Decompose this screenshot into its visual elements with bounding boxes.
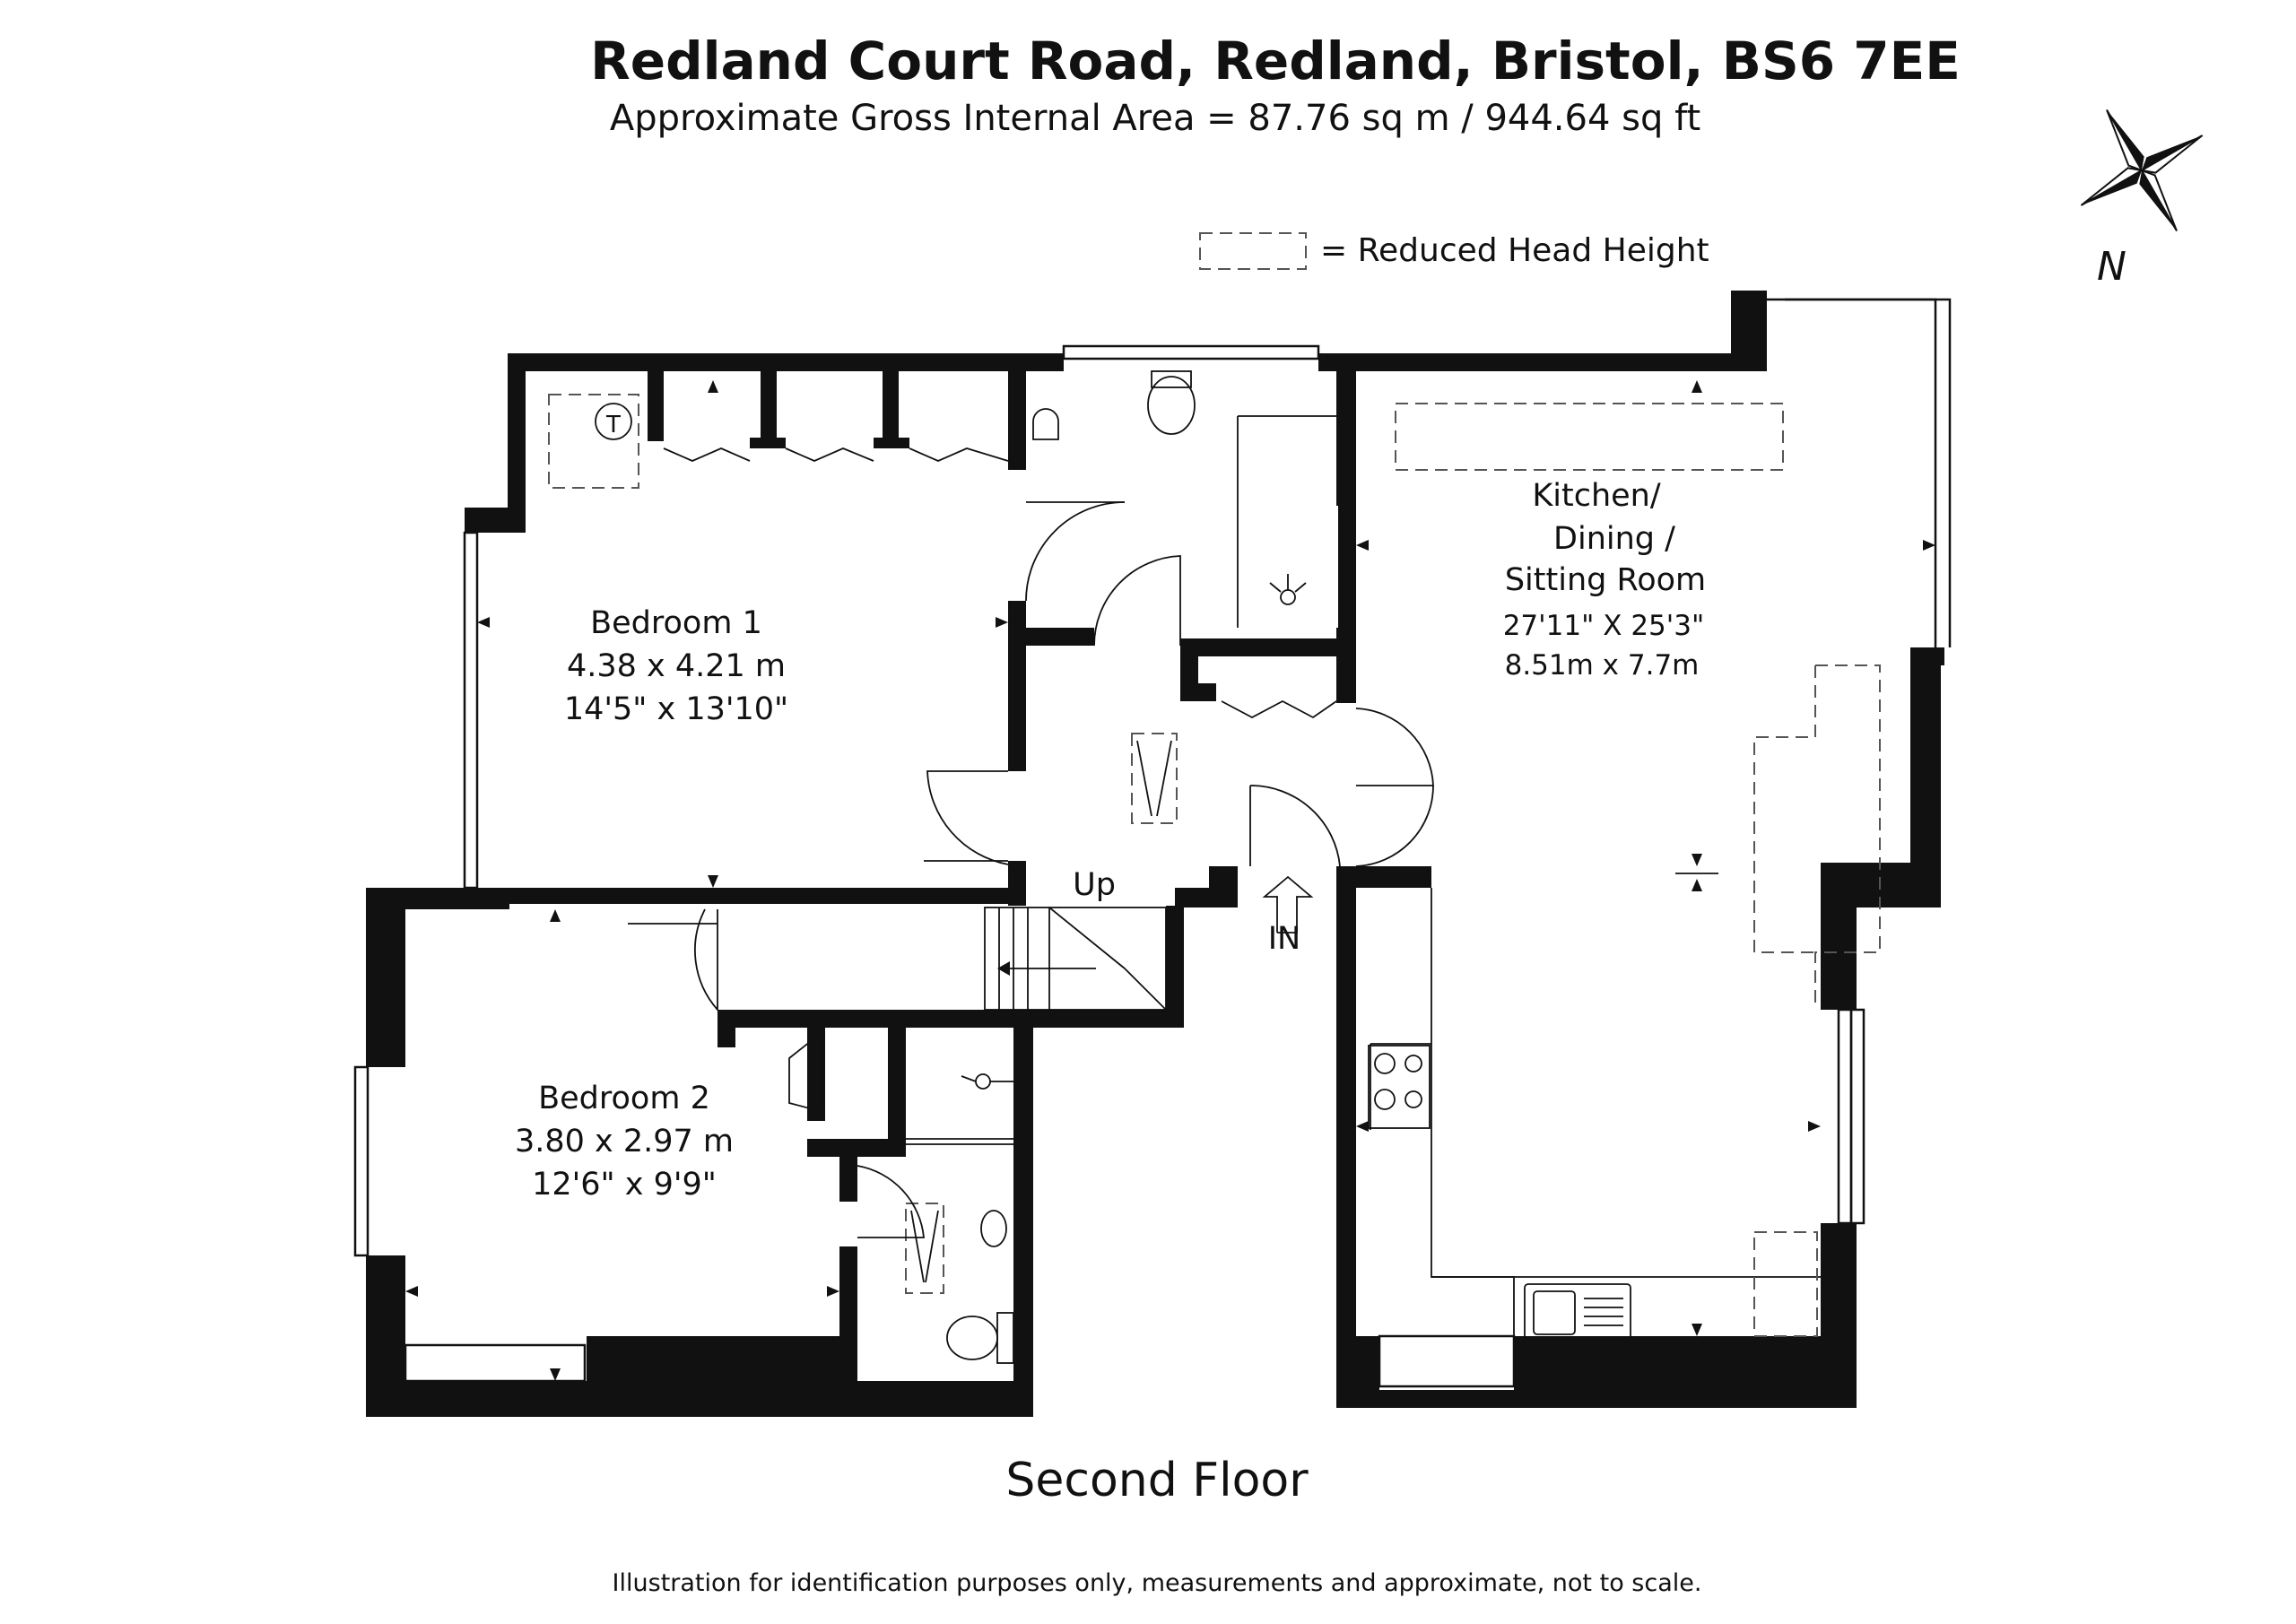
compass-north-label: N: [2097, 244, 2126, 290]
shower-icon: [1280, 589, 1296, 605]
windows: [353, 298, 1952, 1388]
bedroom1-metric: 4.38 x 4.21 m: [567, 648, 786, 684]
hall-skylight: [1131, 733, 1178, 824]
door-swings: [628, 501, 1434, 1238]
reduced-head-height-swatch: [1199, 232, 1307, 270]
bedroom1-name: Bedroom 1: [590, 605, 762, 641]
wardrobe-doors: [663, 447, 1337, 719]
ensuite-shower-icon: [975, 1073, 991, 1090]
reduced-head-height-zones: [1395, 403, 1881, 1337]
plan-title: Redland Court Road, Redland, Bristol, BS…: [590, 30, 1961, 91]
cylinder-label: T: [605, 412, 621, 439]
legend-label: = Reduced Head Height: [1320, 232, 1709, 269]
kitchen-sink-icon: [1524, 1283, 1631, 1342]
hob-icon: [1368, 1045, 1431, 1129]
area-summary: Approximate Gross Internal Area = 87.76 …: [610, 98, 1700, 139]
kitchen-name-line2: Dining /: [1553, 521, 1675, 557]
kitchen-imperial: 27'11" X 25'3": [1503, 610, 1705, 642]
stairs-up-label: Up: [1073, 867, 1116, 903]
walls: [366, 291, 1944, 1417]
entrance-label: IN: [1268, 921, 1301, 957]
toilet-icon: [1147, 376, 1196, 435]
disclaimer: Illustration for identification purposes…: [613, 1569, 1702, 1597]
kitchen-worktop: [1431, 888, 1515, 1336]
cylinder-cupboard: T: [548, 394, 639, 489]
dimension-markers: [405, 380, 1935, 1381]
compass-icon: [2080, 109, 2204, 232]
basin-icon: [1032, 408, 1059, 440]
ensuite-basin-icon: [980, 1210, 1007, 1247]
bedroom2-name: Bedroom 2: [538, 1081, 710, 1116]
staircase: [984, 907, 1167, 1011]
kitchen-name-line3: Sitting Room: [1505, 562, 1706, 598]
floor-name: Second Floor: [1005, 1454, 1309, 1507]
bedroom1-imperial: 14'5" x 13'10": [564, 691, 788, 727]
bedroom2-metric: 3.80 x 2.97 m: [515, 1124, 734, 1159]
ensuite-toilet-icon: [946, 1316, 998, 1360]
cylinder-icon: [595, 403, 632, 440]
entrance-arrow-icon: [1262, 875, 1314, 934]
bathroom-fittings: [1032, 370, 1336, 628]
kitchen-metric: 8.51m x 7.7m: [1505, 649, 1700, 682]
bedroom2-imperial: 12'6" x 9'9": [532, 1167, 717, 1203]
ensuite-fittings: [905, 1073, 1014, 1364]
kitchen-name-line1: Kitchen/: [1532, 478, 1661, 514]
